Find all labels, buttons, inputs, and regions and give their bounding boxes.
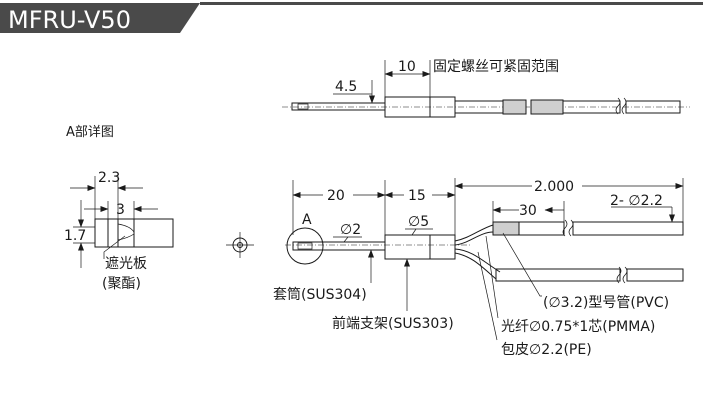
header: MFRU-V50 xyxy=(0,2,703,34)
label-fiber: 光纤∅0.75*1芯(PMMA) xyxy=(501,319,655,335)
front-holder xyxy=(384,234,456,260)
label-sleeve: 套筒(SUS304) xyxy=(273,286,367,303)
dim-sleeve: 20 xyxy=(327,188,345,204)
dim-offset: 4.5 xyxy=(335,79,357,95)
main-view: A 20 15 2.000 xyxy=(226,177,684,358)
dim-holder: 15 xyxy=(408,188,426,204)
dim-fix: 10 xyxy=(398,59,416,75)
detail-a: A部详图 2.3 3 1.7 遮光板 (聚酯) xyxy=(64,125,174,292)
detail-a-circle xyxy=(286,227,324,265)
end-view-symbol xyxy=(226,232,254,258)
dim-length: 2.000 xyxy=(534,179,574,195)
top-view: 10 固定螺丝可紧固范围 4.5 xyxy=(282,58,690,118)
detail-shield-label: 遮光板 xyxy=(105,256,147,272)
detail-a-title: A部详图 xyxy=(66,125,114,140)
detail-a-mark: A xyxy=(302,212,312,228)
detail-dim-inner: 3 xyxy=(116,202,125,218)
dim-cable: 2- ∅2.2 xyxy=(610,193,663,209)
lower-cable xyxy=(495,268,621,282)
label-jacket: 包皮∅2.2(PE) xyxy=(501,342,592,358)
label-holder: 前端支架(SUS303) xyxy=(332,315,454,332)
label-tube: (∅3.2)型号管(PVC) xyxy=(543,295,669,311)
detail-shield-material: (聚酯) xyxy=(102,276,141,292)
holder-dia: ∅5 xyxy=(408,214,429,230)
detail-dim-height: 1.7 xyxy=(64,228,86,244)
sleeve-dia: ∅2 xyxy=(340,222,361,238)
header-title: MFRU-V50 xyxy=(8,6,131,34)
dim-fix-label: 固定螺丝可紧固范围 xyxy=(433,58,559,75)
detail-dim-width: 2.3 xyxy=(98,170,120,186)
type-tube xyxy=(492,221,520,236)
header-bar xyxy=(0,3,200,33)
top-tube xyxy=(502,99,527,115)
dim-tube: 30 xyxy=(519,203,537,219)
